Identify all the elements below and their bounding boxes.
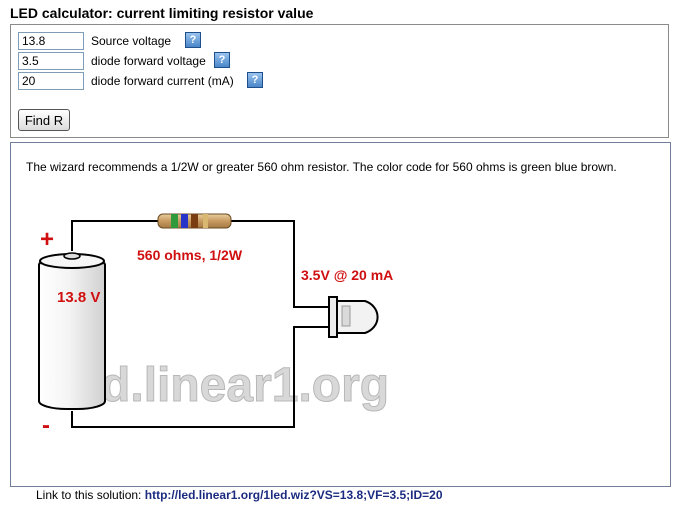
result-text: The wizard recommends a 1/2W or greater … xyxy=(26,160,617,174)
circuit-diagram: led.linear1.org + - xyxy=(38,213,393,439)
led-icon xyxy=(328,296,379,338)
resistor-band-2 xyxy=(181,214,188,228)
resistor-band-1 xyxy=(171,214,178,228)
led-rating-label: 3.5V @ 20 mA xyxy=(301,267,393,283)
resistor-icon xyxy=(157,213,232,229)
battery-voltage-label: 13.8 V xyxy=(57,289,100,306)
source-voltage-input[interactable] xyxy=(18,32,84,50)
resistor-band-tolerance xyxy=(203,214,208,228)
result-panel: The wizard recommends a 1/2W or greater … xyxy=(10,142,671,487)
diode-current-label: diode forward current (mA) xyxy=(91,74,234,88)
minus-terminal-label: - xyxy=(42,412,50,439)
source-voltage-label: Source voltage xyxy=(91,34,172,48)
solution-link-prefix: Link to this solution: xyxy=(36,488,142,502)
battery-icon xyxy=(38,252,106,410)
resistor-band-3 xyxy=(191,214,198,228)
resistor-value-label: 560 ohms, 1/2W xyxy=(137,247,243,263)
calculator-form: Source voltage ? diode forward voltage ?… xyxy=(10,24,669,138)
diode-voltage-label: diode forward voltage xyxy=(91,54,206,68)
plus-terminal-label: + xyxy=(40,226,54,253)
solution-link-row: Link to this solution: http://led.linear… xyxy=(36,488,443,502)
help-icon[interactable]: ? xyxy=(214,52,230,68)
diode-current-input[interactable] xyxy=(18,72,84,90)
watermark-text: led.linear1.org xyxy=(61,359,389,412)
help-icon[interactable]: ? xyxy=(247,72,263,88)
solution-link[interactable]: http://led.linear1.org/1led.wiz?VS=13.8;… xyxy=(144,488,443,502)
find-r-button[interactable]: Find R xyxy=(18,109,70,131)
circuit-wires xyxy=(71,220,329,428)
page-title: LED calculator: current limiting resisto… xyxy=(10,5,314,21)
diode-voltage-input[interactable] xyxy=(18,52,84,70)
help-icon[interactable]: ? xyxy=(185,32,201,48)
